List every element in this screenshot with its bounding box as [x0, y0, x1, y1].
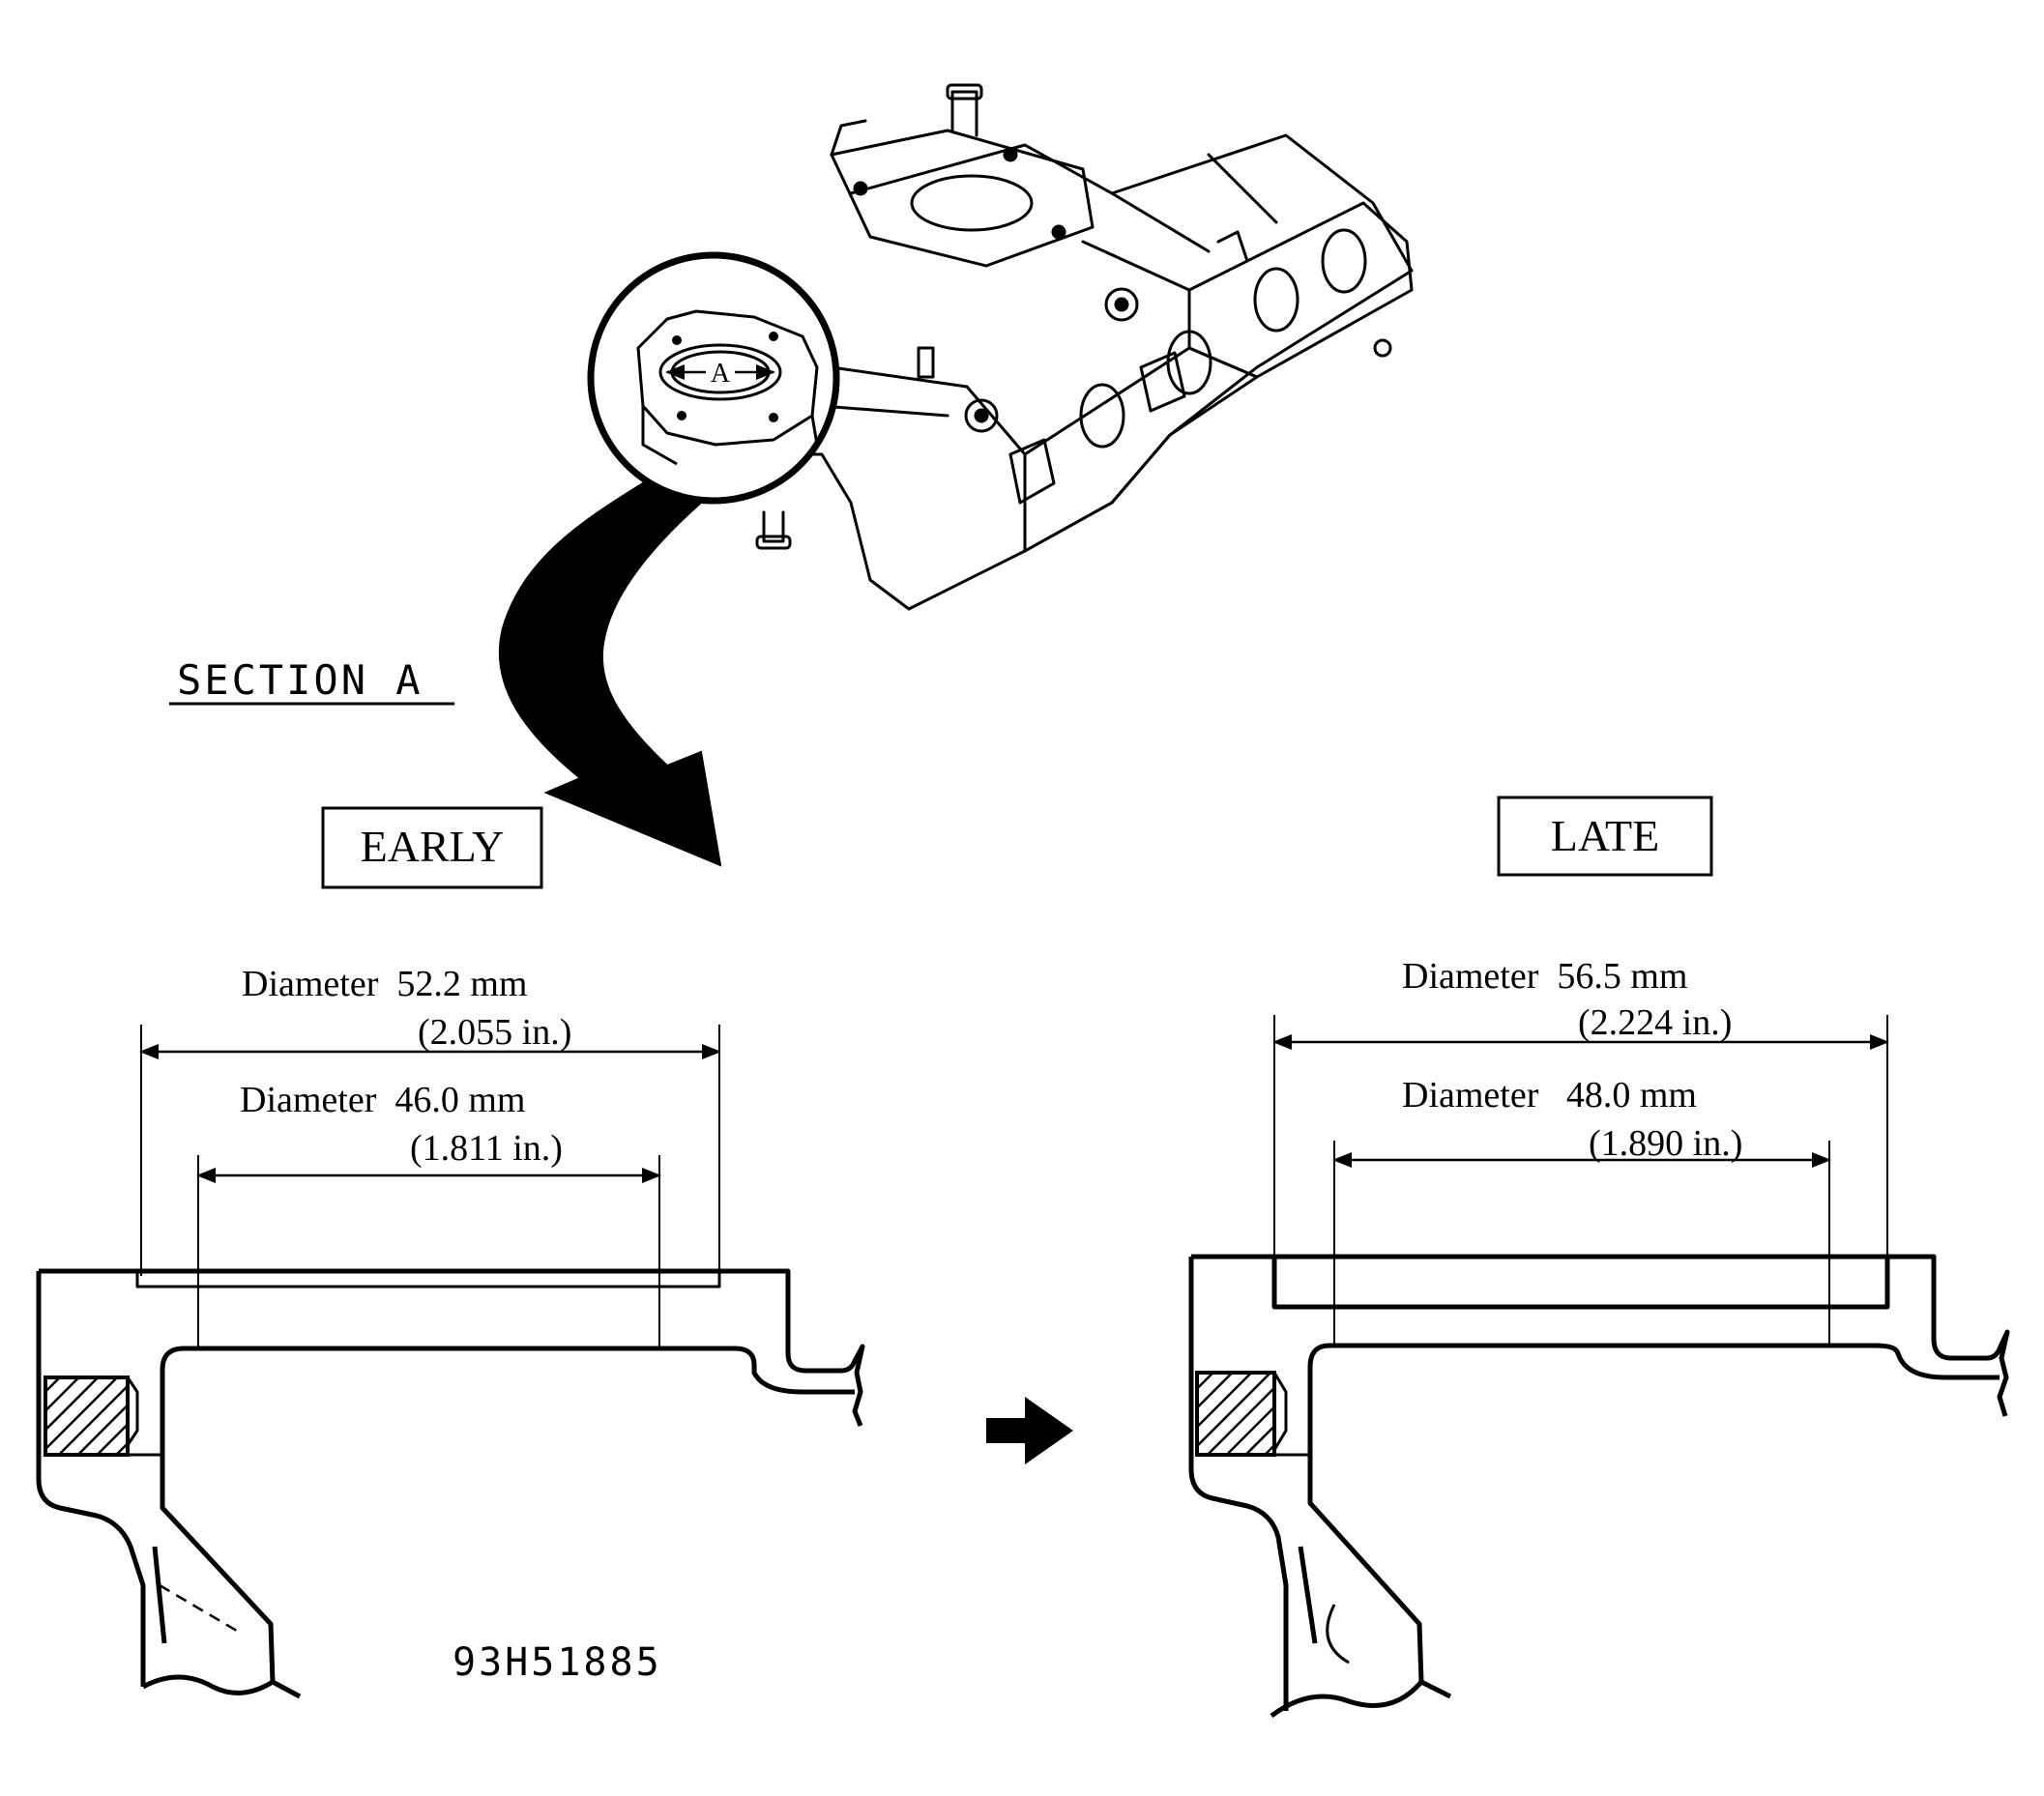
section-label: SECTION A [177, 656, 423, 704]
detail-magnifier-circle: A [587, 251, 840, 505]
late-hatched-seal [1195, 1371, 1276, 1457]
early-casting-dashed-line [159, 1583, 243, 1636]
early-inner-diameter-mm: Diameter 46.0 mm [240, 1080, 525, 1120]
intake-manifold-illustration [694, 83, 1414, 611]
transition-arrow [986, 1397, 1073, 1464]
late-outer-diameter-in: (2.224 in.) [1578, 1002, 1732, 1043]
late-outer-diameter-mm: Diameter 56.5 mm [1402, 956, 1687, 997]
section-pointer-arrow [498, 481, 722, 867]
late-label: LATE [1551, 811, 1659, 860]
early-outer-diameter-mm: Diameter 52.2 mm [242, 964, 527, 1004]
early-extension-lines [140, 1025, 720, 1348]
figure-code: 93H51885 [453, 1640, 662, 1685]
late-inner-diameter-mm: Diameter 48.0 mm [1402, 1075, 1697, 1115]
early-label-box [321, 806, 543, 889]
early-hatched-seal [44, 1376, 130, 1457]
late-cross-section [1188, 1254, 2010, 1719]
early-inner-diameter-in: (1.811 in.) [410, 1128, 563, 1169]
late-casting-detail [1326, 1604, 1350, 1665]
late-extension-lines [1273, 1015, 1888, 1346]
late-label-box [1497, 796, 1713, 877]
callout-letter-a: A [711, 359, 731, 389]
early-cross-section [36, 1268, 865, 1699]
late-inner-diameter-in: (1.890 in.) [1589, 1123, 1742, 1164]
late-section: LATE Diameter 56.5 mm (2.224 in.) Diamet… [1188, 796, 2010, 1719]
early-section: EARLY Diameter 52.2 mm (2.055 in.) Diame… [36, 806, 865, 1699]
early-outer-diameter-in: (2.055 in.) [418, 1012, 571, 1053]
early-label: EARLY [361, 822, 505, 871]
